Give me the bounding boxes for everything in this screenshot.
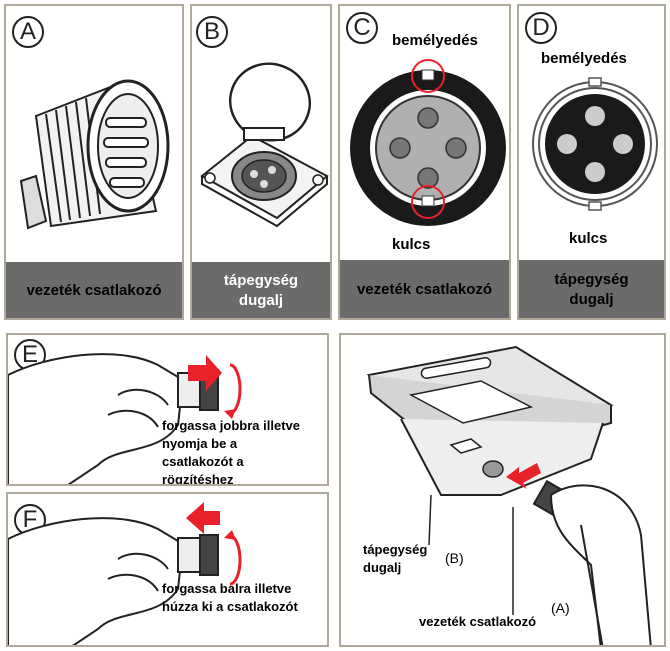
panel-b-caption: tápegység dugalj: [192, 262, 330, 318]
cable-connector-illustration: [19, 79, 170, 230]
panel-device: tápegység dugalj (B) (A) vezeték csatlak…: [339, 333, 666, 647]
panel-b-caption-line2: dugalj: [238, 292, 284, 309]
power-socket-face-diagram: [532, 77, 658, 211]
panel-c: C bemélyedés kulcs vezeték csatlakozó: [338, 4, 511, 320]
panel-d-bottom-label: kulcs: [569, 230, 608, 247]
cable-connector-face-diagram: [350, 59, 506, 226]
panel-d-top-label: bemélyedés: [541, 50, 627, 67]
panel-b-letter: B: [196, 16, 228, 48]
panel-e-text-line1: forgassa jobbra illetve: [162, 418, 300, 433]
panel-d-caption-line2: dugalj: [569, 291, 614, 308]
panel-b: B tápegység dugalj: [190, 4, 332, 320]
panel-d-letter: D: [525, 12, 557, 44]
panel-c-bottom-label: kulcs: [392, 236, 431, 253]
panel-e: E forgassa jobbra illetve nyomja be a cs…: [6, 333, 329, 486]
device-illustration: [366, 345, 652, 645]
panel-f-text-line2: húzza ki a csatlakozót: [162, 599, 298, 614]
panel-b-caption-line1: tápegység: [223, 272, 299, 289]
panel-f: F forgassa balra illetve húzza ki a csat…: [6, 492, 329, 647]
panel-d: D bemélyedés kulcs tápegység dugalj: [517, 4, 666, 320]
panel-e-text-line3: csatlakozót a: [162, 454, 244, 469]
panel-f-instruction: forgassa balra illetve húzza ki a csatla…: [162, 580, 298, 616]
hand-disconnect-illustration: [8, 502, 242, 645]
device-socket-ref: (B): [445, 550, 464, 566]
device-cable-label: vezeték csatlakozó: [419, 614, 537, 629]
device-socket-label: tápegység dugalj: [363, 541, 427, 577]
device-socket-label-line2: dugalj: [363, 560, 402, 575]
panel-c-letter: C: [346, 12, 378, 44]
device-cable-ref: (A): [551, 600, 570, 616]
panel-d-caption-line1: tápegység: [554, 271, 629, 288]
panel-a-letter: A: [12, 16, 44, 48]
panel-d-caption: tápegység dugalj: [519, 260, 664, 318]
panel-c-top-label: bemélyedés: [392, 32, 478, 49]
panel-e-text-line4: rögzítéshez: [162, 472, 234, 486]
panel-e-instruction: forgassa jobbra illetve nyomja be a csat…: [162, 417, 300, 486]
panel-e-text-line2: nyomja be a: [162, 436, 238, 451]
hand-connect-illustration: [8, 353, 242, 484]
panel-a-caption: vezeték csatlakozó: [6, 262, 182, 318]
power-socket-illustration: [200, 62, 329, 228]
panel-a: A vezeték csatlakozó: [4, 4, 184, 320]
panel-c-caption: vezeték csatlakozó: [340, 260, 509, 318]
panel-f-text-line1: forgassa balra illetve: [162, 581, 292, 596]
device-socket-label-line1: tápegység: [363, 542, 428, 557]
